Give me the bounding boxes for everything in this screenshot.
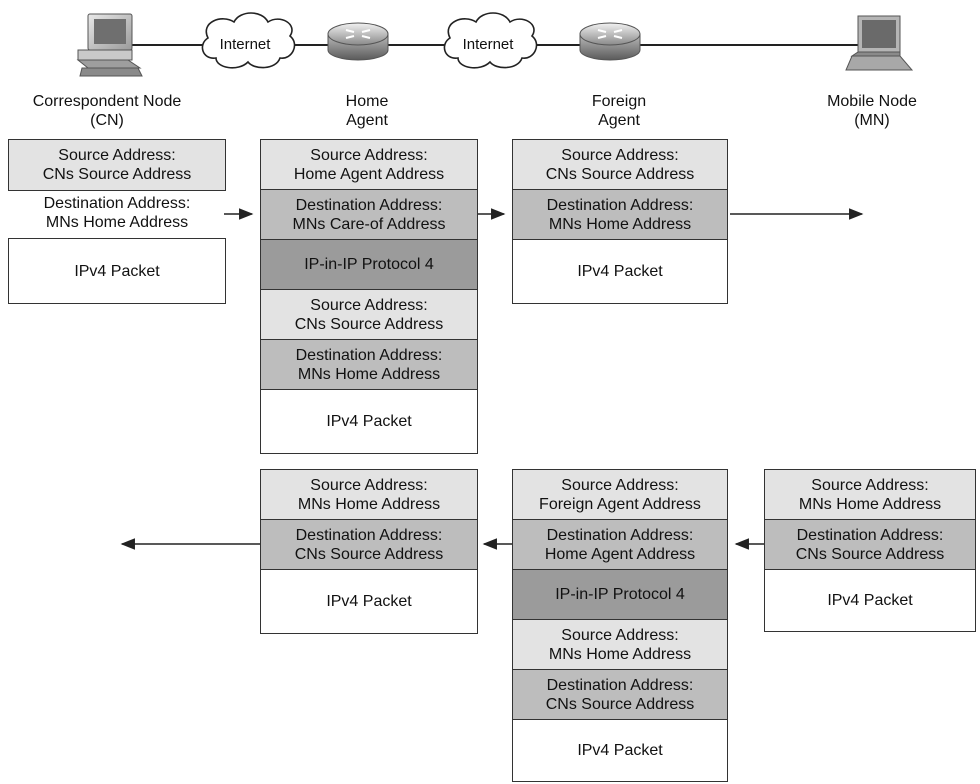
internet-cloud-icon [201, 12, 296, 69]
field-value: CNs Source Address [294, 545, 444, 563]
protocol-field: IP-in-IP Protocol 4 [261, 240, 477, 290]
outer-source-address-field: Source Address: Foreign Agent Address [513, 470, 727, 520]
source-address-field: Source Address: CNs Source Address [513, 140, 727, 190]
field-value: MNs Home Address [798, 495, 942, 513]
inner-destination-address-field: Destination Address: CNs Source Address [513, 670, 727, 720]
field-title: Source Address: [310, 476, 428, 494]
payload-field: IPv4 Packet [513, 240, 727, 303]
field-title: Destination Address: [546, 196, 694, 214]
node-label-line: Home [345, 93, 389, 110]
outer-source-address-field: Source Address: Home Agent Address [261, 140, 477, 190]
field-value: Home Agent Address [544, 545, 696, 563]
cloud-label: Internet [462, 36, 514, 53]
router-icon [327, 22, 389, 61]
cloud-label: Internet [219, 36, 271, 53]
internet-cloud-icon [443, 12, 538, 69]
node-label-home-agent: Home Agent [267, 92, 467, 130]
mobile-node-packet: Source Address: MNs Home Address Destina… [764, 469, 976, 632]
home-agent-tunneled-packet: Source Address: Home Agent Address Desti… [260, 139, 478, 454]
field-value: MNs Care-of Address [292, 215, 446, 233]
field-value: CNs Source Address [42, 166, 192, 183]
field-title: Destination Address: [546, 676, 694, 694]
network-topology [76, 12, 914, 77]
inner-destination-address-field: Destination Address: MNs Home Address [261, 340, 477, 390]
field-title: Source Address: [561, 476, 679, 494]
field-value: Foreign Agent Address [539, 495, 701, 513]
foreign-agent-tunneled-packet: Source Address: Foreign Agent Address De… [512, 469, 728, 782]
field-value: MNs Home Address [548, 215, 692, 233]
field-value: MNs Home Address [45, 214, 189, 231]
field-title: Source Address: [310, 146, 428, 164]
source-address-field: Source Address: MNs Home Address [261, 470, 477, 520]
payload-field: IPv4 Packet [261, 570, 477, 633]
node-label-line: Correspondent Node [32, 93, 182, 110]
field-title: Destination Address: [295, 526, 443, 544]
inner-source-address-field: Source Address: MNs Home Address [513, 620, 727, 670]
field-title: Source Address: [811, 476, 929, 494]
protocol-field: IP-in-IP Protocol 4 [513, 570, 727, 620]
inner-source-address-field: Source Address: CNs Source Address [261, 290, 477, 340]
node-label-foreign-agent: Foreign Agent [519, 92, 719, 130]
payload-field: IPv4 Packet [765, 570, 975, 631]
outer-destination-address-field: Destination Address: Home Agent Address [513, 520, 727, 570]
foreign-agent-packet: Source Address: CNs Source Address Desti… [512, 139, 728, 304]
cn-payload-box: IPv4 Packet [8, 238, 226, 304]
desktop-computer-icon [76, 13, 143, 77]
cn-source-field: Source Address: CNs Source Address [8, 139, 226, 191]
node-label-line: Agent [346, 112, 388, 129]
laptop-icon [845, 15, 914, 71]
node-label-line: Foreign [591, 93, 647, 110]
destination-address-field: Destination Address: CNs Source Address [261, 520, 477, 570]
payload-field: IPv4 Packet [9, 239, 225, 303]
field-value: Home Agent Address [293, 165, 445, 183]
field-value: CNs Source Address [545, 695, 695, 713]
node-label-mobile-node: Mobile Node (MN) [772, 92, 972, 130]
field-value: CNs Source Address [795, 545, 945, 563]
field-title: Source Address: [58, 147, 176, 164]
destination-address-field: Destination Address: MNs Home Address [513, 190, 727, 240]
node-label-line: (MN) [854, 112, 890, 129]
node-label-line: (CN) [90, 112, 124, 129]
node-label-line: Mobile Node [827, 93, 917, 110]
outer-destination-address-field: Destination Address: MNs Care-of Address [261, 190, 477, 240]
payload-field: IPv4 Packet [261, 390, 477, 453]
field-value: CNs Source Address [294, 315, 444, 333]
field-title: Destination Address: [796, 526, 944, 544]
router-icon [579, 22, 641, 61]
node-label-line: Agent [598, 112, 640, 129]
field-title: Destination Address: [43, 195, 191, 212]
field-title: Destination Address: [295, 196, 443, 214]
field-title: Source Address: [561, 626, 679, 644]
destination-address-field: Destination Address: CNs Source Address [765, 520, 975, 570]
field-value: CNs Source Address [545, 165, 695, 183]
field-title: Source Address: [561, 146, 679, 164]
payload-field: IPv4 Packet [513, 720, 727, 781]
field-value: MNs Home Address [297, 495, 441, 513]
home-agent-return-packet: Source Address: MNs Home Address Destina… [260, 469, 478, 634]
field-title: Destination Address: [546, 526, 694, 544]
field-value: MNs Home Address [297, 365, 441, 383]
field-value: MNs Home Address [548, 645, 692, 663]
source-address-field: Source Address: MNs Home Address [765, 470, 975, 520]
source-address-field: Source Address: CNs Source Address [9, 140, 225, 190]
node-label-correspondent: Correspondent Node (CN) [7, 92, 207, 130]
field-title: Destination Address: [295, 346, 443, 364]
cn-destination-field: Destination Address: MNs Home Address [8, 194, 226, 232]
field-title: Source Address: [310, 296, 428, 314]
